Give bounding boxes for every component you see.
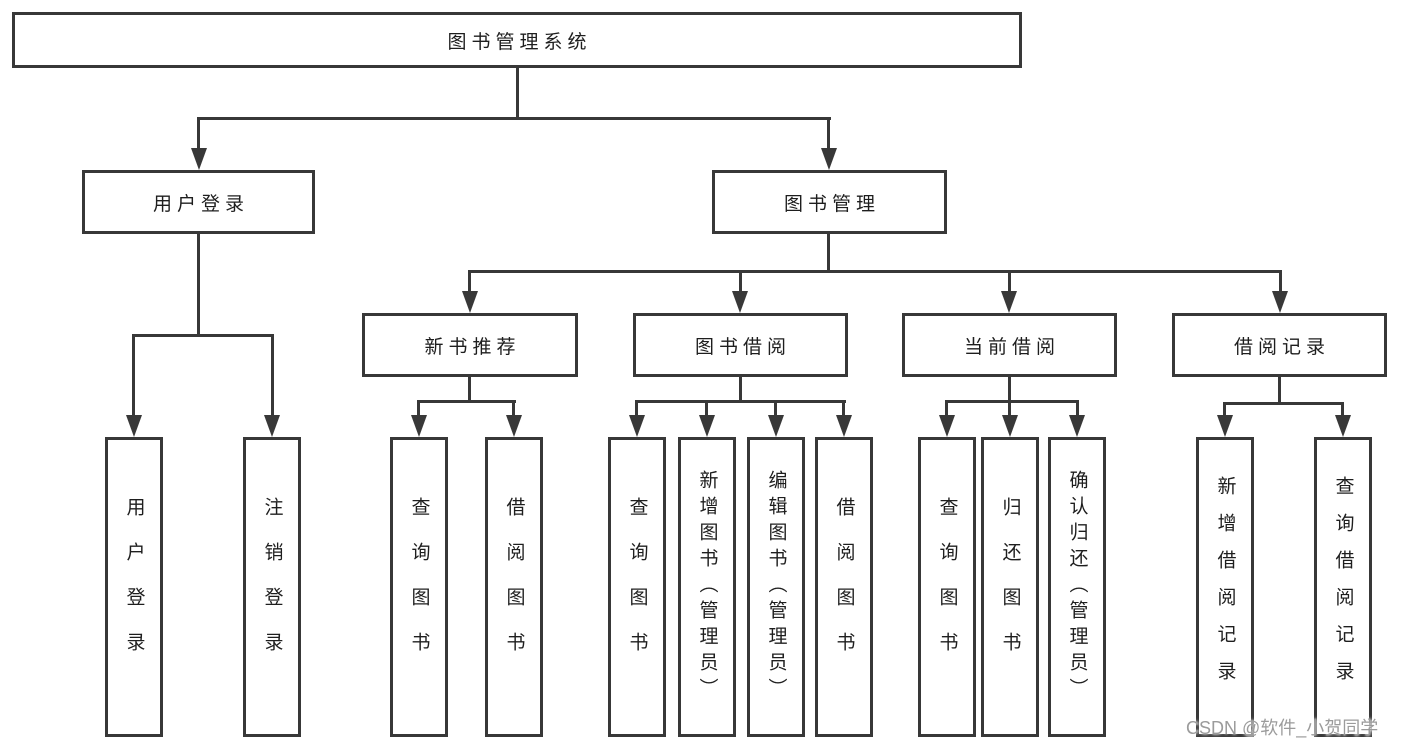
leaf-query-borrow-record: 查询借阅记录: [1314, 437, 1372, 737]
arrow-down: [191, 148, 207, 170]
leaf-label: 新增借阅记录: [1214, 476, 1236, 698]
arrow-down: [732, 291, 748, 313]
leaf-label: 借阅图书: [833, 497, 855, 677]
node-current-borrow-label: 当前借阅: [963, 336, 1060, 358]
leaf-label: 归还图书: [999, 497, 1021, 677]
connector-v: [774, 400, 777, 417]
connector-v: [1223, 402, 1226, 417]
csdn-watermark: CSDN @软件_小贺同学: [1186, 718, 1379, 738]
connector-v: [739, 270, 742, 294]
leaf-add-book-admin: 新增图书（管理员）: [678, 437, 736, 737]
connector-v: [271, 334, 274, 417]
leaf-user-login: 用户登录: [105, 437, 163, 737]
connector-h: [468, 270, 1282, 273]
leaf-borrow-book-1: 借阅图书: [485, 437, 543, 737]
connector-v: [197, 233, 200, 337]
connector-h: [945, 400, 1079, 403]
leaf-label: 新增图书（管理员）: [696, 470, 718, 704]
node-new-book-recommend-label: 新书推荐: [424, 336, 521, 358]
arrow-down: [506, 415, 522, 437]
leaf-label: 借阅图书: [503, 497, 525, 677]
connector-h: [197, 117, 831, 120]
leaf-query-book-3: 查询图书: [918, 437, 976, 737]
node-book-borrow: 图书借阅: [633, 313, 848, 377]
arrow-down: [462, 291, 478, 313]
arrow-down: [1002, 415, 1018, 437]
arrow-down: [821, 148, 837, 170]
connector-h: [635, 400, 846, 403]
node-book-mgmt-label: 图书管理: [783, 193, 880, 215]
connector-v: [197, 117, 200, 151]
leaf-label: 查询图书: [626, 497, 648, 677]
arrow-down: [1001, 291, 1017, 313]
leaf-query-book-2: 查询图书: [608, 437, 666, 737]
connector-v: [1008, 270, 1011, 294]
leaf-label: 确认归还（管理员）: [1066, 470, 1088, 704]
connector-h: [1223, 402, 1344, 405]
connector-v: [1008, 376, 1011, 403]
arrow-down: [411, 415, 427, 437]
leaf-edit-book-admin: 编辑图书（管理员）: [747, 437, 805, 737]
node-user-login: 用户登录: [82, 170, 315, 234]
connector-v: [1279, 270, 1282, 294]
arrow-down: [126, 415, 142, 437]
connector-v: [945, 400, 948, 417]
connector-v: [132, 334, 135, 417]
leaf-query-book-1: 查询图书: [390, 437, 448, 737]
connector-h: [417, 400, 516, 403]
node-root-label: 图书管理系统: [447, 31, 592, 53]
leaf-return-book: 归还图书: [981, 437, 1039, 737]
connector-v: [516, 66, 519, 119]
arrow-down: [699, 415, 715, 437]
connector-v: [705, 400, 708, 417]
connector-v: [468, 270, 471, 294]
node-current-borrow: 当前借阅: [902, 313, 1117, 377]
leaf-label: 用户登录: [123, 497, 145, 677]
connector-h: [132, 334, 274, 337]
leaf-add-borrow-record: 新增借阅记录: [1196, 437, 1254, 737]
node-borrow-records-label: 借阅记录: [1233, 336, 1330, 358]
node-root: 图书管理系统: [12, 12, 1022, 68]
connector-v: [1278, 376, 1281, 405]
node-book-mgmt: 图书管理: [712, 170, 947, 234]
arrow-down: [629, 415, 645, 437]
connector-v: [827, 233, 830, 273]
connector-v: [635, 400, 638, 417]
arrow-down: [1217, 415, 1233, 437]
arrow-down: [939, 415, 955, 437]
node-user-login-label: 用户登录: [152, 193, 249, 215]
arrow-down: [1335, 415, 1351, 437]
connector-v: [842, 400, 845, 417]
leaf-label: 注销登录: [261, 497, 283, 677]
connector-v: [1341, 402, 1344, 417]
leaf-label: 查询图书: [408, 497, 430, 677]
connector-v: [739, 376, 742, 403]
connector-v: [1076, 400, 1079, 417]
connector-v: [827, 117, 830, 151]
arrow-down: [1272, 291, 1288, 313]
leaf-label: 编辑图书（管理员）: [765, 470, 787, 704]
node-borrow-records: 借阅记录: [1172, 313, 1387, 377]
arrow-down: [1069, 415, 1085, 437]
leaf-label: 查询借阅记录: [1332, 476, 1354, 698]
arrow-down: [768, 415, 784, 437]
leaf-logout: 注销登录: [243, 437, 301, 737]
arrow-down: [264, 415, 280, 437]
connector-v: [417, 400, 420, 417]
node-new-book-recommend: 新书推荐: [362, 313, 578, 377]
leaf-confirm-return-admin: 确认归还（管理员）: [1048, 437, 1106, 737]
leaf-borrow-book-2: 借阅图书: [815, 437, 873, 737]
connector-v: [512, 400, 515, 417]
connector-v: [468, 376, 471, 403]
leaf-label: 查询图书: [936, 497, 958, 677]
connector-v: [1008, 400, 1011, 417]
arrow-down: [836, 415, 852, 437]
node-book-borrow-label: 图书借阅: [694, 336, 791, 358]
